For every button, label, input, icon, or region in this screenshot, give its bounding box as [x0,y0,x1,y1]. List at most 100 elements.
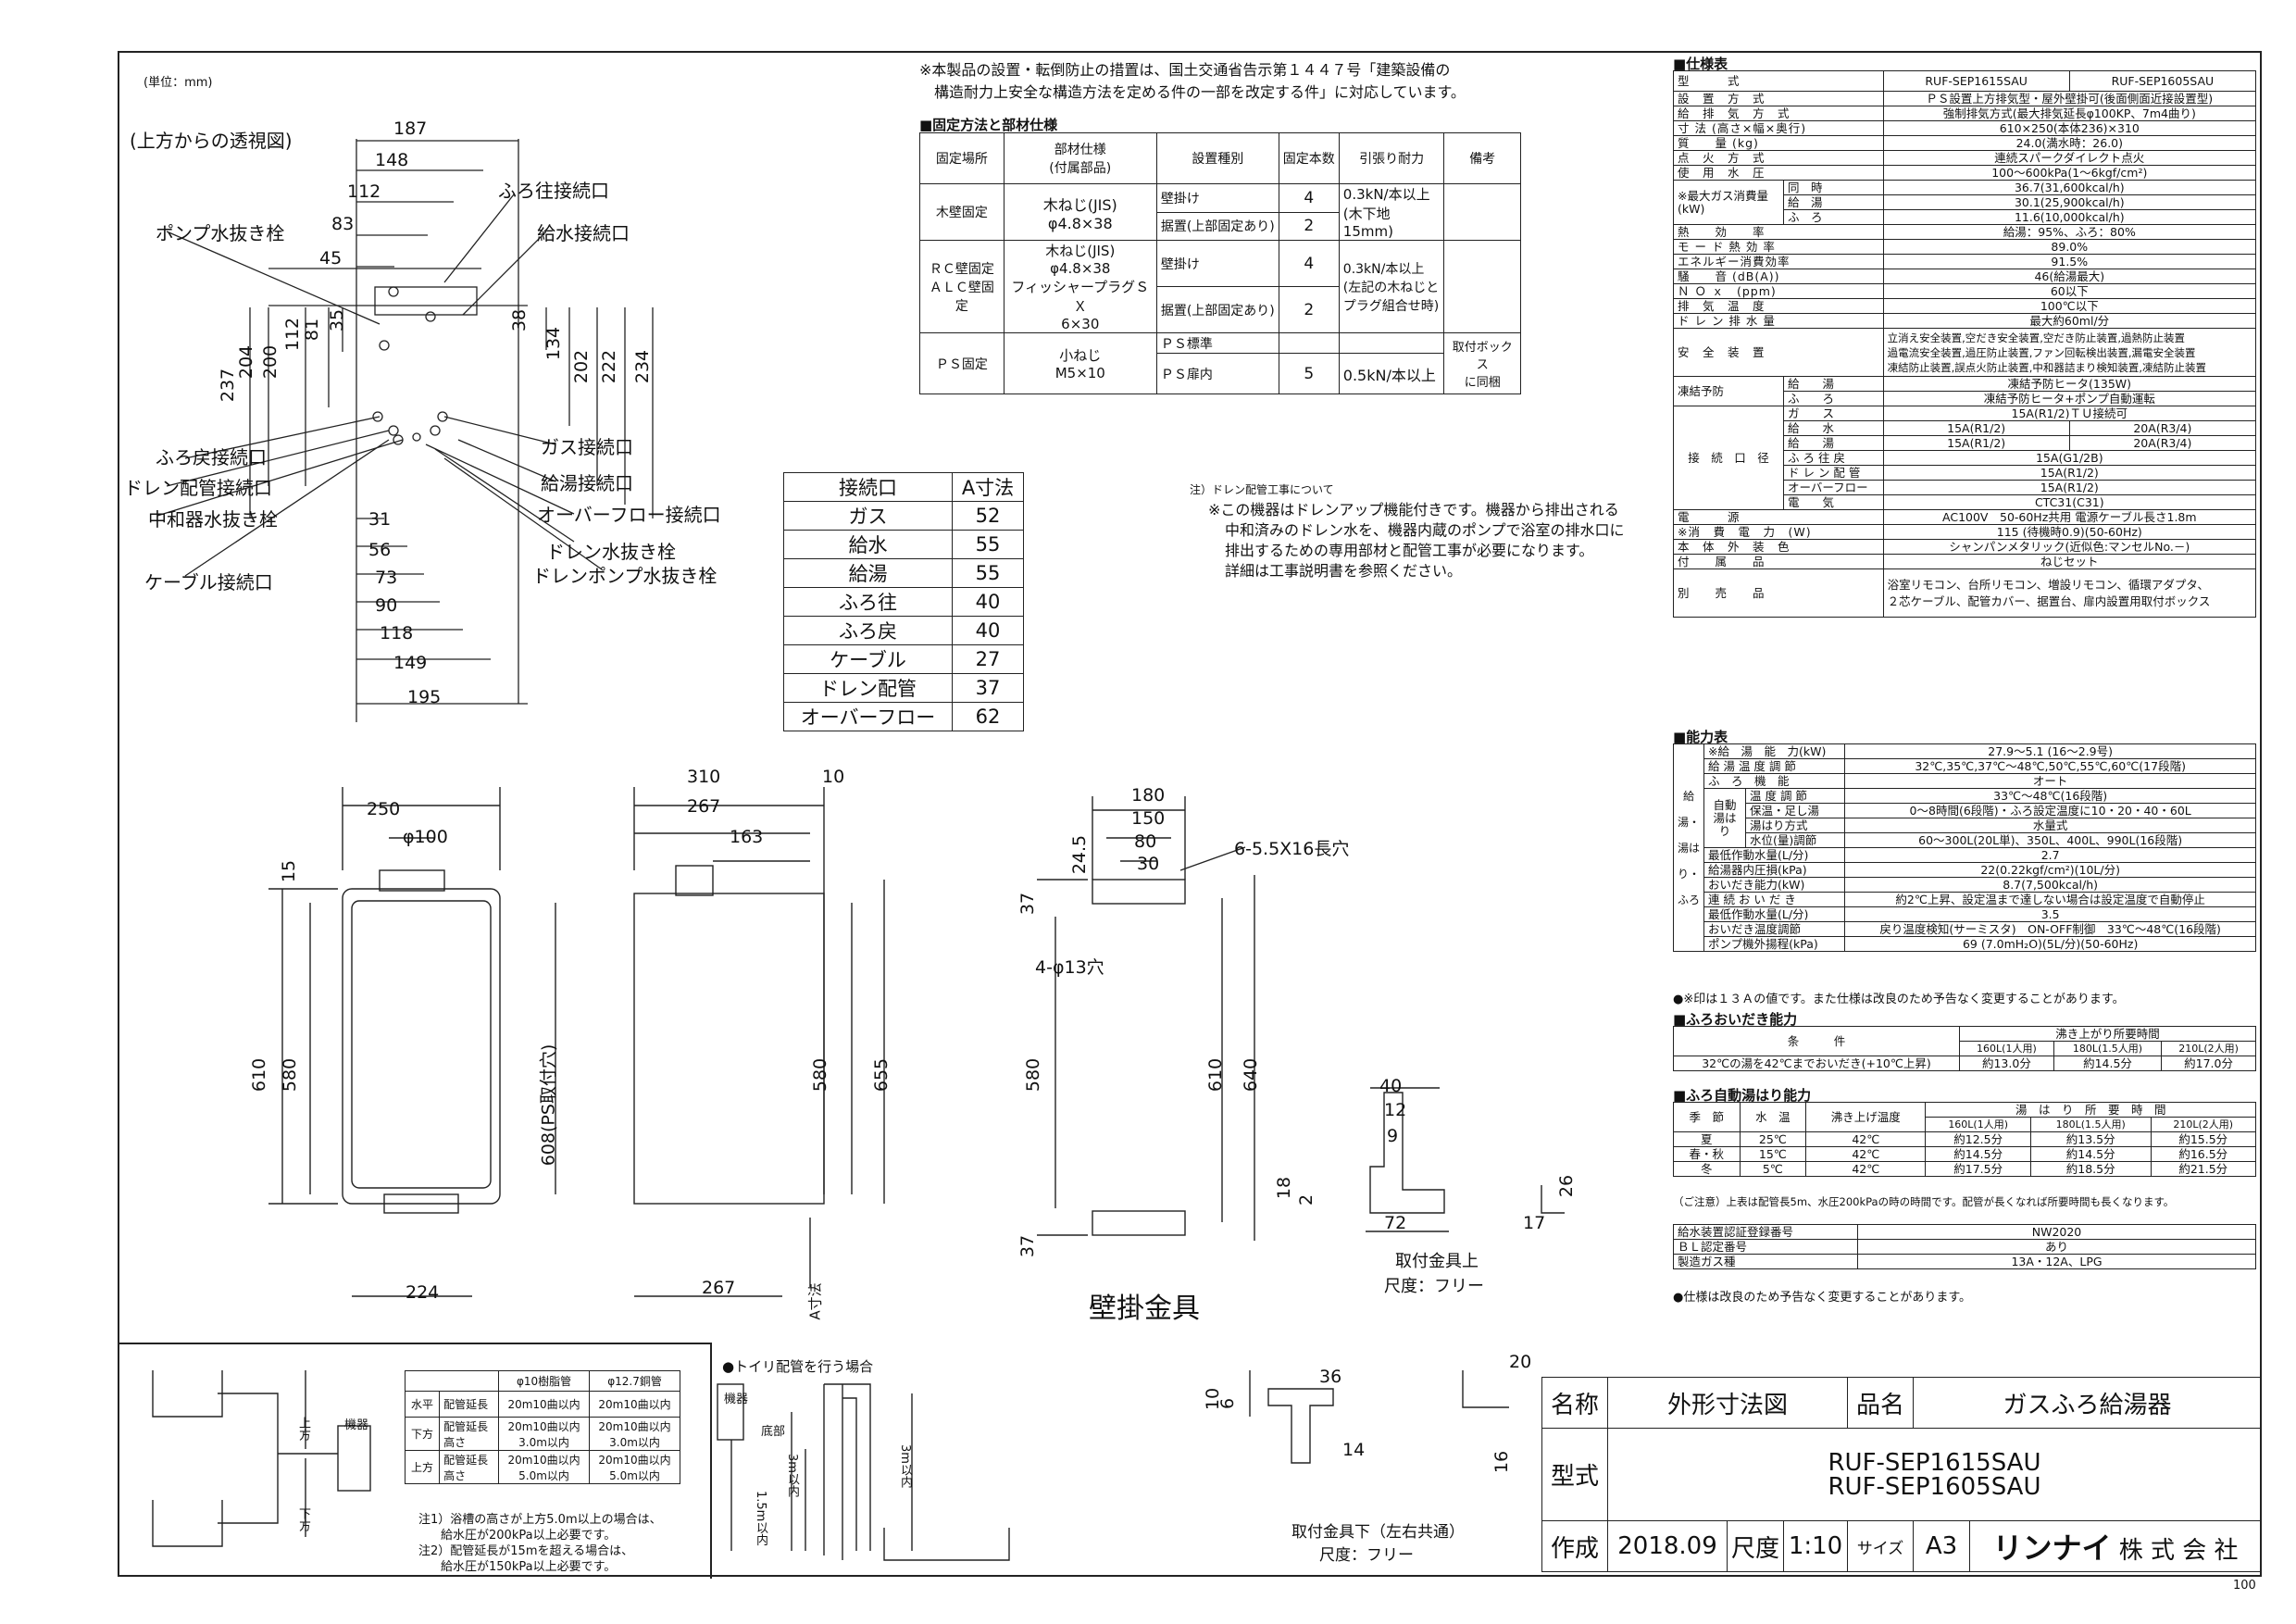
bracket-dim-37-top: 37 [1017,892,1039,916]
spec-label: 凍結予防 [1673,376,1784,406]
spec-label: 電 源 [1673,509,1884,525]
lower-bracket-scale: 尺度：フリー [1319,1546,1414,1565]
spec-value: 20A(R3/4) [2068,435,2257,451]
a-cell: 27 [952,644,1024,674]
perf-value: 8.7(7,500kcal/h) [1844,877,2256,893]
label-hot-water: 給湯接続口 [541,472,633,494]
bracket-dim-580: 580 [1023,1057,1044,1093]
dim-195: 195 [407,687,442,707]
pipe-label-unit: 機器 [344,1418,369,1432]
side-dim-163: 163 [730,827,764,847]
fill-cap: 160L(1人用) [1925,1117,2031,1132]
fill-cap: 180L(1.5人用) [2029,1117,2152,1132]
fix-header: 固定本数 [1278,132,1340,184]
a-cell: ケーブル [783,644,953,674]
lower-dim-14: 14 [1342,1440,1366,1460]
side-dim-655: 655 [871,1057,892,1093]
fill-header: 水 温 [1739,1102,1807,1132]
upper-dim-18: 18 [1274,1176,1295,1200]
fix-cell: 据置(上部固定あり) [1155,211,1279,241]
perf-label: 温 度 調 節 [1744,788,1846,804]
a-cell: ドレン配管 [783,673,953,703]
perf-label: 水位(量)調節 [1744,832,1846,848]
spec-value: 強制排気方式(最大排気延長φ100KP、7m4曲り) [1882,106,2257,121]
fill-cell: 約14.5分 [2029,1146,2152,1162]
perf-value: 33℃～48℃(16段階) [1844,788,2256,804]
fill-cell: 25℃ [1739,1131,1807,1147]
spec-label: 同 時 [1783,180,1884,195]
reheat-cap: 210L(2人用) [2161,1041,2256,1056]
side-dim-580: 580 [810,1057,831,1093]
a-cell: 55 [952,558,1024,588]
spec-value: 610×250(本体236)×310 [1882,120,2257,136]
spec-label: 本 体 外 装 色 [1673,539,1884,555]
dim-149: 149 [393,653,428,673]
fix-cell: 木壁固定 [919,183,1004,241]
fill-cell: 春・秋 [1673,1146,1741,1162]
spec-value: 100～600kPa(1～6kgf/cm²) [1882,165,2257,181]
bracket-dim-80: 80 [1134,831,1157,852]
spec-label: ド レ ン 配 管 [1783,465,1884,481]
fill-header: 沸き上げ温度 [1805,1102,1927,1132]
fix-cell: 5 [1278,353,1340,394]
drain-note: 注）ドレン配管工事について ※この機器はドレンアップ機能付きです。機器から排出さ… [1190,483,1625,580]
lower-dim-6: 6 [1217,1397,1239,1410]
page-number: 100 [2233,1579,2256,1593]
fill-cell: 約12.5分 [1925,1131,2031,1147]
spec-value: ねじセット [1882,554,2257,569]
spec-label: 給 水 [1783,420,1884,436]
pipe-panel [118,1343,712,1579]
tb-label: 品名 [1847,1377,1915,1429]
top-view-drawing [156,139,654,722]
bracket-dim-150: 150 [1131,808,1166,829]
a-cell: 給水 [783,530,953,559]
reheat-val: 約17.0分 [2161,1056,2256,1071]
fill-cap: 210L(2人用) [2150,1117,2256,1132]
spec-model: RUF-SEP1605SAU [2068,70,2257,92]
spec-value: 浴室リモコン、台所リモコン、増設リモコン、循環アダプタ、 ２芯ケーブル、配管カバ… [1882,568,2257,618]
fill-header: 湯 は り 所 要 時 間 [1925,1102,2256,1118]
side-view-drawing [633,787,885,1297]
fill-cell: 42℃ [1805,1131,1927,1147]
dim-234: 234 [632,349,654,384]
pipe-diagram [152,1370,371,1547]
dim-148: 148 [375,150,409,170]
front-dim-580: 580 [280,1057,301,1093]
reheat-label: 条 件 [1673,1026,1960,1056]
cert-label: 製造ガス種 [1673,1254,1858,1269]
pipe-cell: 下方 [404,1417,441,1451]
tb-date: 2018.09 [1607,1520,1728,1572]
spec-safety: 立消え安全装置,空だき安全装置,空だき防止装置,過熱防止装置過電流安全装置,過圧… [1882,328,2257,377]
bracket-dim-180: 180 [1131,785,1166,806]
spec-label: 熱 効 率 [1673,224,1884,240]
dim-90: 90 [375,595,398,616]
dim-200: 200 [260,344,281,380]
pipe-cell: 配管延長 高さ [439,1450,500,1484]
perf-value: オート [1844,773,2256,789]
label-furo-ret: ふろ戻接続口 [156,446,267,468]
a-cell: オーバーフロー [783,702,953,731]
fix-cell: 据置(上部固定あり) [1155,286,1279,333]
fix-title: ■固定方法と部材仕様 [919,117,1058,133]
dim-202: 202 [571,349,593,384]
side-dim-310: 310 [687,767,721,787]
fix-cell: 木ねじ(JIS) φ4.8×38 フィッシャープラグＳＸ 6×30 [1003,240,1157,333]
spec-value: 15A(R1/2) [1882,465,2257,481]
fix-cell: ＲＣ壁固定 ＡＬＣ壁固定 [919,240,1004,333]
spec-label: ※最大ガス消費量 (kW) [1673,180,1784,225]
spec-label: ド レ ン 排 水 量 [1673,313,1884,329]
spec-label: オーバーフロー [1783,480,1884,495]
label-gas: ガス接続口 [541,436,633,458]
spec-label: ※消 費 電 力 (W) [1673,524,1884,540]
spec-label: ふ ろ 往 戻 [1783,450,1884,466]
fill-cell: 42℃ [1805,1146,1927,1162]
reheat-val: 約13.0分 [1959,1056,2054,1071]
fill-cell: 15℃ [1739,1146,1807,1162]
spec-label: 設 置 方 式 [1673,91,1884,106]
dim-187: 187 [393,119,428,139]
fix-table: 固定場所 部材仕様 (付属部品) 設置種別 固定本数 引張り耐力 備考 木壁固定… [919,132,1521,394]
label-neutralizer: 中和器水抜き栓 [148,508,278,531]
a-cell: 55 [952,530,1024,559]
